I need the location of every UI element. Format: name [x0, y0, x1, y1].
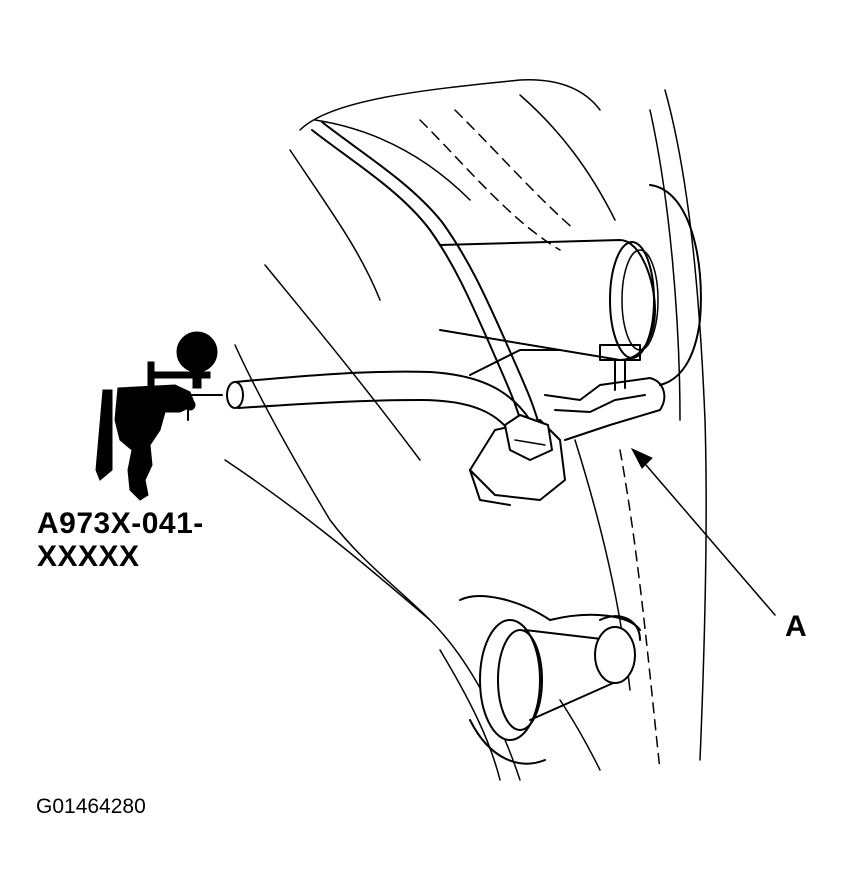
callout-arrow-icon — [630, 447, 776, 616]
tool-part-number-line2: XXXXX — [37, 540, 140, 573]
valve-assembly — [469, 344, 666, 506]
body-panel-outlines — [224, 79, 707, 781]
vacuum-pump-gauge-icon — [95, 331, 223, 501]
lower-mount — [459, 595, 641, 765]
vacuum-hose-icon — [226, 370, 546, 456]
intake-duct — [439, 184, 702, 386]
figure-id: G01464280 — [36, 795, 146, 818]
fuel-pipe — [311, 121, 541, 441]
tool-part-number-line1: A973X-041- — [37, 507, 204, 540]
callout-label-a: A — [785, 610, 807, 643]
